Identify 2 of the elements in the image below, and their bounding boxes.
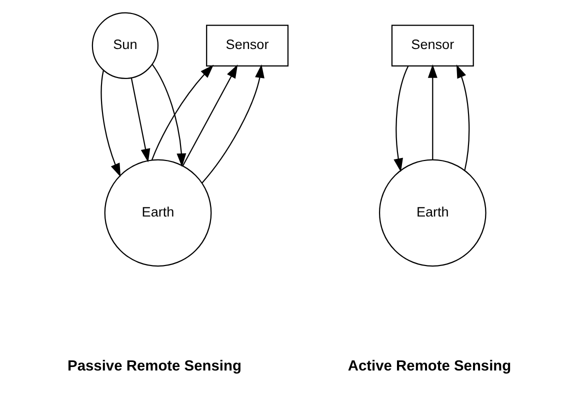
- label: Active Remote Sensing: [347, 358, 511, 374]
- label: Passive Remote Sensing: [67, 358, 241, 374]
